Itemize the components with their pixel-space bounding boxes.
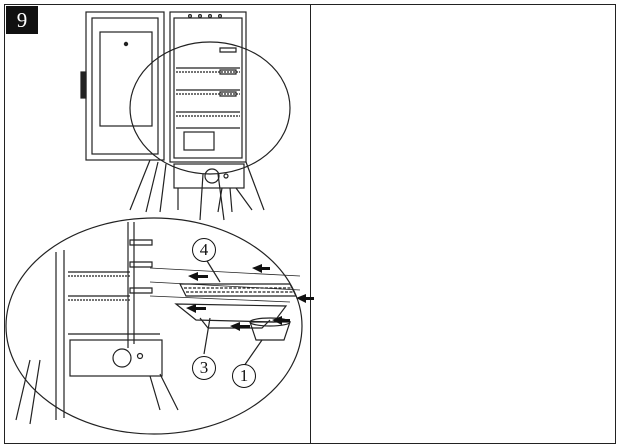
smoker-cabinet	[169, 11, 247, 163]
control-base	[173, 163, 245, 189]
step-number-badge: 9	[6, 6, 38, 34]
callout-grease-tray: 3	[192, 356, 216, 380]
cooking-rack	[179, 283, 297, 297]
zoomed-detail	[5, 217, 303, 435]
panel-divider	[310, 4, 311, 444]
callout-cooking-rack: 4	[192, 238, 216, 262]
detail-oval	[5, 217, 303, 435]
zoomed-control-base	[69, 339, 163, 377]
callout-water-pan: 1	[232, 364, 256, 388]
smoker-overview	[80, 11, 291, 221]
insertion-arrows	[186, 264, 314, 331]
zoom-circle	[129, 41, 291, 175]
door-window	[99, 31, 153, 127]
